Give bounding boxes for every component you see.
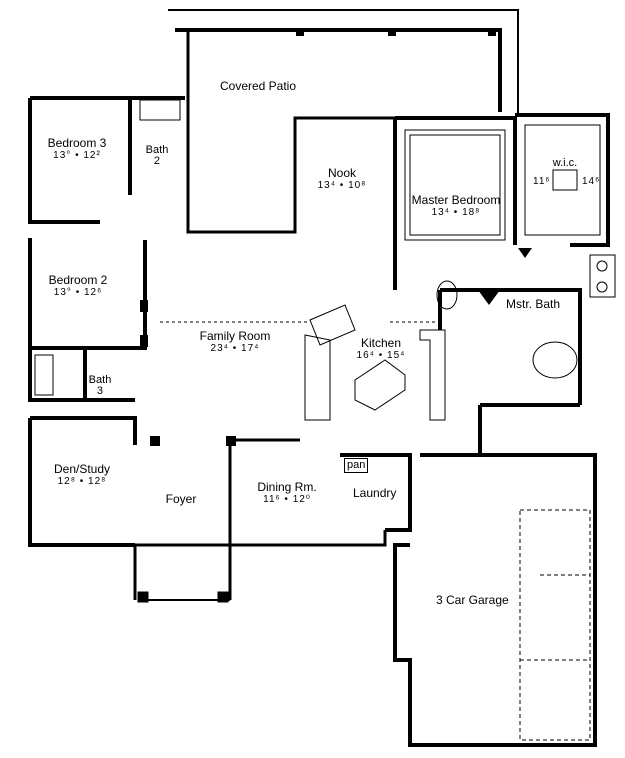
garage-wall: [393, 453, 597, 747]
master-tray: [404, 129, 506, 241]
foyer-name: Foyer: [165, 492, 197, 506]
bath3-name: Bath: [88, 374, 112, 386]
bath2-name: Bath: [145, 144, 169, 156]
bedroom2-label: Bedroom 2 13° • 12⁶: [49, 274, 108, 298]
master-wall: [393, 113, 610, 290]
bath3-wall: [28, 350, 135, 402]
nook-dim: 13⁴ • 10⁸: [317, 180, 367, 191]
garage-label: 3 Car Garage: [436, 594, 509, 606]
garage-storage: [519, 509, 591, 741]
family-room-dim: 23⁴ • 17⁴: [210, 343, 260, 354]
mstr-bath-label: Mstr. Bath: [506, 298, 560, 310]
bath2-label: Bath 2: [146, 145, 169, 167]
water-heater: [436, 280, 458, 310]
dining-name: Dining Rm.: [257, 480, 317, 494]
bath3-label: Bath 3: [89, 375, 112, 397]
covered-patio-label: Covered Patio: [220, 80, 296, 92]
kitchen-dim: 16⁴ • 15⁴: [356, 350, 406, 361]
patio-wall: [175, 28, 502, 112]
garage-step: [478, 403, 580, 455]
laundry-name: Laundry: [353, 486, 397, 500]
porch-column-left: [137, 591, 149, 603]
nook-label: Nook 13⁴ • 10⁸: [318, 167, 367, 191]
den-study-dim: 12⁸ • 12⁸: [57, 476, 107, 487]
foyer-wall: [133, 543, 232, 600]
bedroom3-dim: 13° • 12²: [53, 150, 101, 161]
laundry-wall: [340, 453, 412, 532]
dining-label: Dining Rm. 11⁶ • 12⁰: [257, 481, 316, 505]
bath2-tub: [139, 99, 181, 121]
wic-dim-left: 11⁶: [533, 176, 551, 187]
bedroom3-label: Bedroom 3 13° • 12²: [48, 137, 107, 161]
foyer-label: Foyer: [166, 493, 197, 505]
kitchen-island: [354, 359, 406, 411]
pantry-label: pan: [344, 458, 369, 473]
corner-tub: [532, 341, 578, 379]
bath2-num: 2: [153, 155, 161, 167]
den-study-label: Den/Study 12⁸ • 12⁸: [54, 463, 110, 487]
kitchen-counter: [304, 304, 356, 421]
wic-name: w.i.c.: [552, 157, 578, 169]
den-wall: [28, 416, 137, 547]
wic-shelf: [524, 124, 601, 236]
mstr-bath-name: Mstr. Bath: [506, 297, 561, 311]
range: [589, 254, 616, 298]
covered-patio-name: Covered Patio: [219, 79, 297, 93]
laundry-label: Laundry: [353, 487, 396, 499]
bedroom3-name: Bedroom 3: [47, 136, 107, 150]
kitchen-counter-right: [419, 329, 446, 421]
wic-dim-right: 14⁶: [582, 176, 601, 187]
wic-label: w.i.c.: [553, 158, 577, 169]
pantry-name: pan: [347, 459, 366, 471]
bedroom3-wall: [28, 96, 185, 224]
patio-outer-wall: [168, 9, 519, 115]
family-room-name: Family Room: [199, 329, 271, 343]
master-bedroom-label: Master Bedroom 13⁴ • 18⁸: [412, 194, 501, 218]
master-bedroom-name: Master Bedroom: [411, 193, 501, 207]
kitchen-name: Kitchen: [360, 336, 402, 350]
dining-wall: [228, 438, 387, 547]
bath3-tub: [34, 354, 54, 396]
family-room-label: Family Room 23⁴ • 17⁴: [200, 330, 271, 354]
bedroom2-name: Bedroom 2: [48, 273, 108, 287]
bedroom2-wall: [28, 238, 147, 350]
wic-island: [552, 169, 578, 191]
master-bedroom-dim: 13⁴ • 18⁸: [431, 207, 481, 218]
den-study-name: Den/Study: [53, 462, 111, 476]
patio-inner-wall: [186, 30, 405, 234]
dining-dim: 11⁶ • 12⁰: [263, 494, 311, 505]
nook-name: Nook: [327, 166, 357, 180]
bedroom2-dim: 13° • 12⁶: [53, 287, 103, 298]
kitchen-label: Kitchen 16⁴ • 15⁴: [357, 337, 406, 361]
porch-column-right: [217, 591, 229, 603]
bath3-num: 3: [96, 385, 104, 397]
garage-name: 3 Car Garage: [436, 593, 509, 607]
